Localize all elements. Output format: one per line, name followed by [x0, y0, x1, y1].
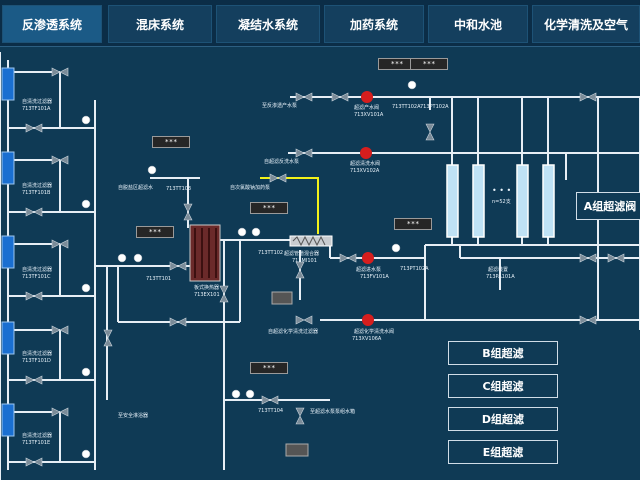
tag-t12: 713XV106A	[352, 336, 382, 342]
readout-2: ***	[410, 58, 448, 70]
caption-hypochlorite: 自次氯酸钠加药泵	[230, 185, 271, 191]
tag-t14: 713PA101A	[486, 274, 515, 280]
filter-label-3: 自清洗过滤器	[22, 267, 53, 273]
tag-t8: 713TT102	[258, 250, 284, 256]
readout-3: ***	[152, 136, 190, 148]
tag-t11: 713PT102A	[400, 266, 429, 272]
filter-label-2: 自清洗过滤器	[22, 183, 53, 189]
caption-aux: 至超滤水泵泵组水箱	[310, 409, 356, 415]
caption-feed-pump: 超滤进水泵	[356, 267, 382, 273]
tag-t1: 713TT102A	[392, 104, 421, 110]
chem-clean-pump	[362, 314, 374, 326]
heat-exchanger	[189, 224, 221, 282]
caption-clean-valve: 超滤清洗水阀	[350, 161, 381, 167]
caption-backwash-valve: 超滤产水阀	[354, 105, 380, 111]
backwash-pump	[361, 91, 373, 103]
group-a-button[interactable]: A组超滤阀	[576, 192, 640, 220]
caption-safety: 至安全淋浴器	[118, 413, 149, 419]
filter-label-4: 自清洗过滤器	[22, 351, 53, 357]
caption-uf-unit: 超滤装置	[488, 267, 509, 273]
tag-t6: 713TT101	[146, 276, 172, 282]
caption-desalt: 自脱盐区超滤水	[118, 185, 154, 191]
filter-unit-4	[1, 321, 15, 355]
uf-membrane-3	[516, 164, 529, 238]
membrane-dots: • • •	[492, 186, 512, 195]
tag-t4: 713XV102A	[350, 168, 380, 174]
pumps[interactable]	[360, 91, 374, 326]
tag-t10: 713FV101A	[360, 274, 389, 280]
readout-7: ***	[250, 362, 288, 374]
drain-tanks	[271, 291, 309, 457]
filter-unit-3	[1, 235, 15, 269]
tab-dosing[interactable]: 加药系统	[324, 5, 424, 43]
filter-tag-5: 713TF101E	[22, 440, 51, 446]
caption-to-ro: 至反渗透产水泵	[262, 103, 298, 109]
caption-heat-exchanger: 板式换热器	[194, 285, 220, 291]
caption-mixer: 超滤管道混合器	[284, 251, 320, 257]
caption-chem-valve: 超滤化学清洗水阀	[354, 329, 395, 335]
group-d-button[interactable]: D组超滤	[448, 407, 558, 431]
readout-1: ***	[378, 58, 416, 70]
static-mixer	[289, 235, 333, 247]
tag-t2: 713PT102A	[420, 104, 449, 110]
readout-5: ***	[136, 226, 174, 238]
filter-label-1: 自清洗过滤器	[22, 99, 53, 105]
uf-membrane-1	[446, 164, 459, 238]
uf-membranes	[446, 164, 555, 238]
caption-membrane-count: n=52支	[492, 199, 511, 205]
group-e-button[interactable]: E组超滤	[448, 440, 558, 464]
tab-neutralization[interactable]: 中和水池	[428, 5, 528, 43]
filter-label-5: 自清洗过滤器	[22, 433, 53, 439]
process-diagram	[0, 52, 640, 480]
filter-unit-2	[1, 151, 15, 185]
tag-t9: 713MI101	[292, 258, 317, 264]
uf-membrane-2	[472, 164, 485, 238]
tab-ro-system[interactable]: 反渗透系统	[2, 5, 102, 43]
uf-membrane-4	[542, 164, 555, 238]
tag-t5: 713TT103	[166, 186, 192, 192]
feed-pump	[362, 252, 374, 264]
filter-tag-4: 713TF101D	[22, 358, 51, 364]
tag-t3: 713XV101A	[354, 112, 384, 118]
filter-unit-1	[1, 67, 15, 101]
tab-mixed-bed[interactable]: 混床系统	[108, 5, 212, 43]
filter-unit-5	[1, 403, 15, 437]
caption-chemclean: 自超滤化学清洗过滤器	[268, 329, 319, 335]
filter-tag-2: 713TF101B	[22, 190, 51, 196]
readout-4: ***	[250, 202, 288, 214]
self-clean-filters	[1, 67, 15, 437]
tab-chemical-clean-air[interactable]: 化学清洗及空气	[532, 5, 640, 43]
group-b-button[interactable]: B组超滤	[448, 341, 558, 365]
filter-tag-3: 713TF101C	[22, 274, 51, 280]
tag-t13: 713TT104	[258, 408, 284, 414]
system-tab-bar: 反渗透系统 混床系统 凝结水系统 加药系统 中和水池 化学清洗及空气	[0, 0, 640, 47]
group-c-button[interactable]: C组超滤	[448, 374, 558, 398]
filter-tag-1: 713TF101A	[22, 106, 51, 112]
gauges	[81, 80, 417, 459]
caption-from-ro: 自超滤反洗水泵	[264, 159, 300, 165]
readout-6: ***	[394, 218, 432, 230]
valves[interactable]	[25, 67, 625, 467]
tag-t7: 713EX101	[194, 292, 220, 298]
tab-condensate[interactable]: 凝结水系统	[216, 5, 320, 43]
clean-pump	[360, 147, 372, 159]
